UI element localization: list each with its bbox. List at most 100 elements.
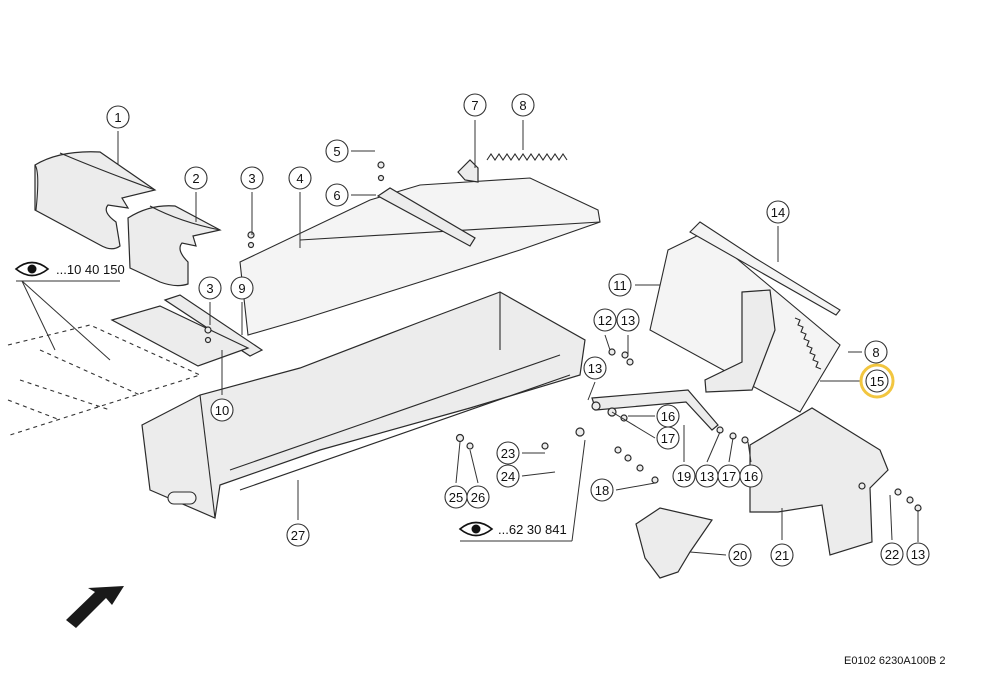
- highlight-ring: [859, 363, 895, 399]
- callout-circle: [463, 93, 487, 117]
- callout-c11: 11: [608, 273, 632, 297]
- callout-leaders: [117, 120, 919, 556]
- callout-label: 21: [775, 548, 789, 563]
- callout-c3a: 3: [240, 166, 264, 190]
- callout-label: 22: [885, 547, 899, 562]
- callout-label: 9: [238, 281, 245, 296]
- callout-c15: 15: [859, 363, 895, 399]
- callout-circle: [766, 200, 790, 224]
- part-plate-10: [110, 305, 250, 367]
- part-cover-1: [34, 151, 157, 250]
- eye-icon: [458, 521, 494, 537]
- callout-c13d: 13: [906, 542, 930, 566]
- callout-circle: [656, 426, 680, 450]
- callout-c13c: 13: [695, 464, 719, 488]
- callout-c16b: 16: [739, 464, 763, 488]
- part-spring-8-top: [486, 153, 568, 161]
- callout-c13a: 13: [616, 308, 640, 332]
- callout-label: 2: [192, 171, 199, 186]
- callout-label: 13: [588, 361, 602, 376]
- callout-label: 7: [471, 98, 478, 113]
- callout-c6: 6: [325, 183, 349, 207]
- callout-c17b: 17: [717, 464, 741, 488]
- callout-c27: 27: [286, 523, 310, 547]
- callout-c25: 25: [444, 485, 468, 509]
- callout-label: 17: [722, 469, 736, 484]
- callout-label: 14: [771, 205, 785, 220]
- callout-label: 13: [621, 313, 635, 328]
- callout-circle: [728, 543, 752, 567]
- reference-markers: [14, 261, 586, 542]
- callout-c21: 21: [770, 543, 794, 567]
- callout-label: 12: [598, 313, 612, 328]
- callout-circle: [496, 441, 520, 465]
- callout-c2: 2: [184, 166, 208, 190]
- callout-label: 25: [449, 490, 463, 505]
- callout-circle: [616, 308, 640, 332]
- part-blade-14: [689, 221, 841, 316]
- callout-circle: [496, 464, 520, 488]
- callout-circle: [880, 542, 904, 566]
- callout-circle: [106, 105, 130, 129]
- part-cover-2: [127, 205, 222, 287]
- callout-circle: [466, 485, 490, 509]
- callout-c3b: 3: [198, 276, 222, 300]
- callout-c13b: 13: [583, 356, 607, 380]
- callout-label: 13: [700, 469, 714, 484]
- callout-c24: 24: [496, 464, 520, 488]
- callout-circle: [608, 273, 632, 297]
- dashed-reference-structure: [7, 324, 202, 436]
- callout-c8b: 8: [864, 340, 888, 364]
- callout-c16a: 16: [656, 404, 680, 428]
- callout-c9: 9: [230, 276, 254, 300]
- callout-label: 23: [501, 446, 515, 461]
- callout-circle: [286, 523, 310, 547]
- part-rail-6: [376, 187, 476, 247]
- parts-drawing: [7, 120, 922, 628]
- callout-circle: [184, 166, 208, 190]
- callout-label: 20: [733, 548, 747, 563]
- callout-c10: 10: [210, 398, 234, 422]
- callout-c19: 19: [672, 464, 696, 488]
- reference-label-bottom: ...62 30 841: [498, 522, 567, 537]
- callout-label: 24: [501, 469, 515, 484]
- callout-c8a: 8: [511, 93, 535, 117]
- callout-label: 13: [911, 547, 925, 562]
- callout-circle: [865, 369, 889, 393]
- callout-circle: [593, 308, 617, 332]
- callout-label: 1: [114, 110, 121, 125]
- direction-arrow: [66, 586, 124, 628]
- callout-label: 26: [471, 490, 485, 505]
- callout-label: 27: [291, 528, 305, 543]
- callout-label: 10: [215, 403, 229, 418]
- callout-c7: 7: [463, 93, 487, 117]
- callout-c5: 5: [325, 139, 349, 163]
- callout-label: 15: [870, 374, 884, 389]
- callout-label: 3: [248, 171, 255, 186]
- callout-label: 11: [613, 278, 627, 293]
- callout-label: 4: [296, 171, 303, 186]
- callout-label: 6: [333, 188, 340, 203]
- part-bracket-7: [457, 159, 479, 183]
- callout-circle: [325, 139, 349, 163]
- callout-circle: [770, 543, 794, 567]
- callout-c20: 20: [728, 543, 752, 567]
- callout-circle: [590, 478, 614, 502]
- callout-label: 5: [333, 144, 340, 159]
- callout-c1: 1: [106, 105, 130, 129]
- callout-circle: [672, 464, 696, 488]
- callout-circle: [511, 93, 535, 117]
- callout-label: 18: [595, 483, 609, 498]
- callout-label: 16: [661, 409, 675, 424]
- callout-circle: [210, 398, 234, 422]
- part-guard-15: [649, 231, 841, 413]
- callout-c22: 22: [880, 542, 904, 566]
- callout-circle: [325, 183, 349, 207]
- callout-label: 19: [677, 469, 691, 484]
- callout-circle: [906, 542, 930, 566]
- part-frame-27: [141, 291, 586, 519]
- callout-circle: [864, 340, 888, 364]
- callout-label: 3: [206, 281, 213, 296]
